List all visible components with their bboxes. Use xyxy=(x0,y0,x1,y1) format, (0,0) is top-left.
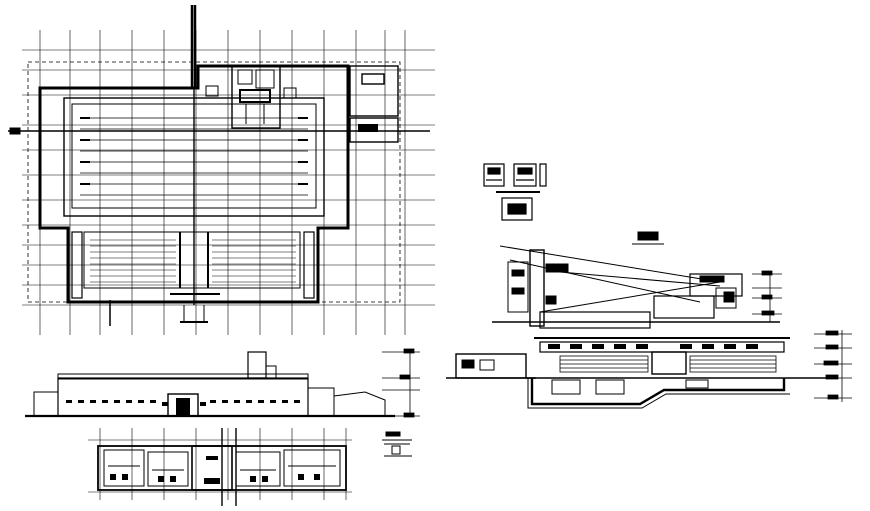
service-block xyxy=(205,65,297,129)
floor-plan-key xyxy=(382,431,412,457)
ground-floor-plan xyxy=(88,428,412,506)
floor-plan-axis-ticks xyxy=(221,428,237,506)
section-marker xyxy=(632,231,664,245)
cross-section-level-markers xyxy=(814,330,852,402)
site-plan xyxy=(8,5,435,335)
section-pool-body xyxy=(492,273,780,329)
section-level-markers xyxy=(752,270,782,322)
section-tower xyxy=(507,249,569,327)
floor-plan-rooms xyxy=(103,445,341,491)
longitudinal-section xyxy=(483,163,782,329)
cross-section-clerestory xyxy=(548,344,758,349)
entrance-marker xyxy=(109,300,208,326)
main-pipe xyxy=(190,5,197,88)
elevation-windows xyxy=(66,400,300,403)
elevation-tower xyxy=(247,351,267,379)
cross-section-seating xyxy=(559,351,777,375)
section-title-glyphs xyxy=(483,163,547,221)
front-elevation xyxy=(25,348,420,418)
plan-grid-lines xyxy=(22,30,435,335)
service-line-end xyxy=(9,127,21,135)
building-outline xyxy=(38,64,350,304)
cross-section-foundation xyxy=(526,377,836,409)
elevation-entrance xyxy=(162,393,206,417)
section-roof-lines xyxy=(499,245,721,313)
cross-section xyxy=(446,330,852,409)
elevation-level-markers xyxy=(382,348,420,418)
lane-end-marks xyxy=(80,117,308,185)
floor-plan-fixtures xyxy=(110,456,320,484)
spectator-stands xyxy=(71,231,315,299)
annex xyxy=(349,65,399,143)
